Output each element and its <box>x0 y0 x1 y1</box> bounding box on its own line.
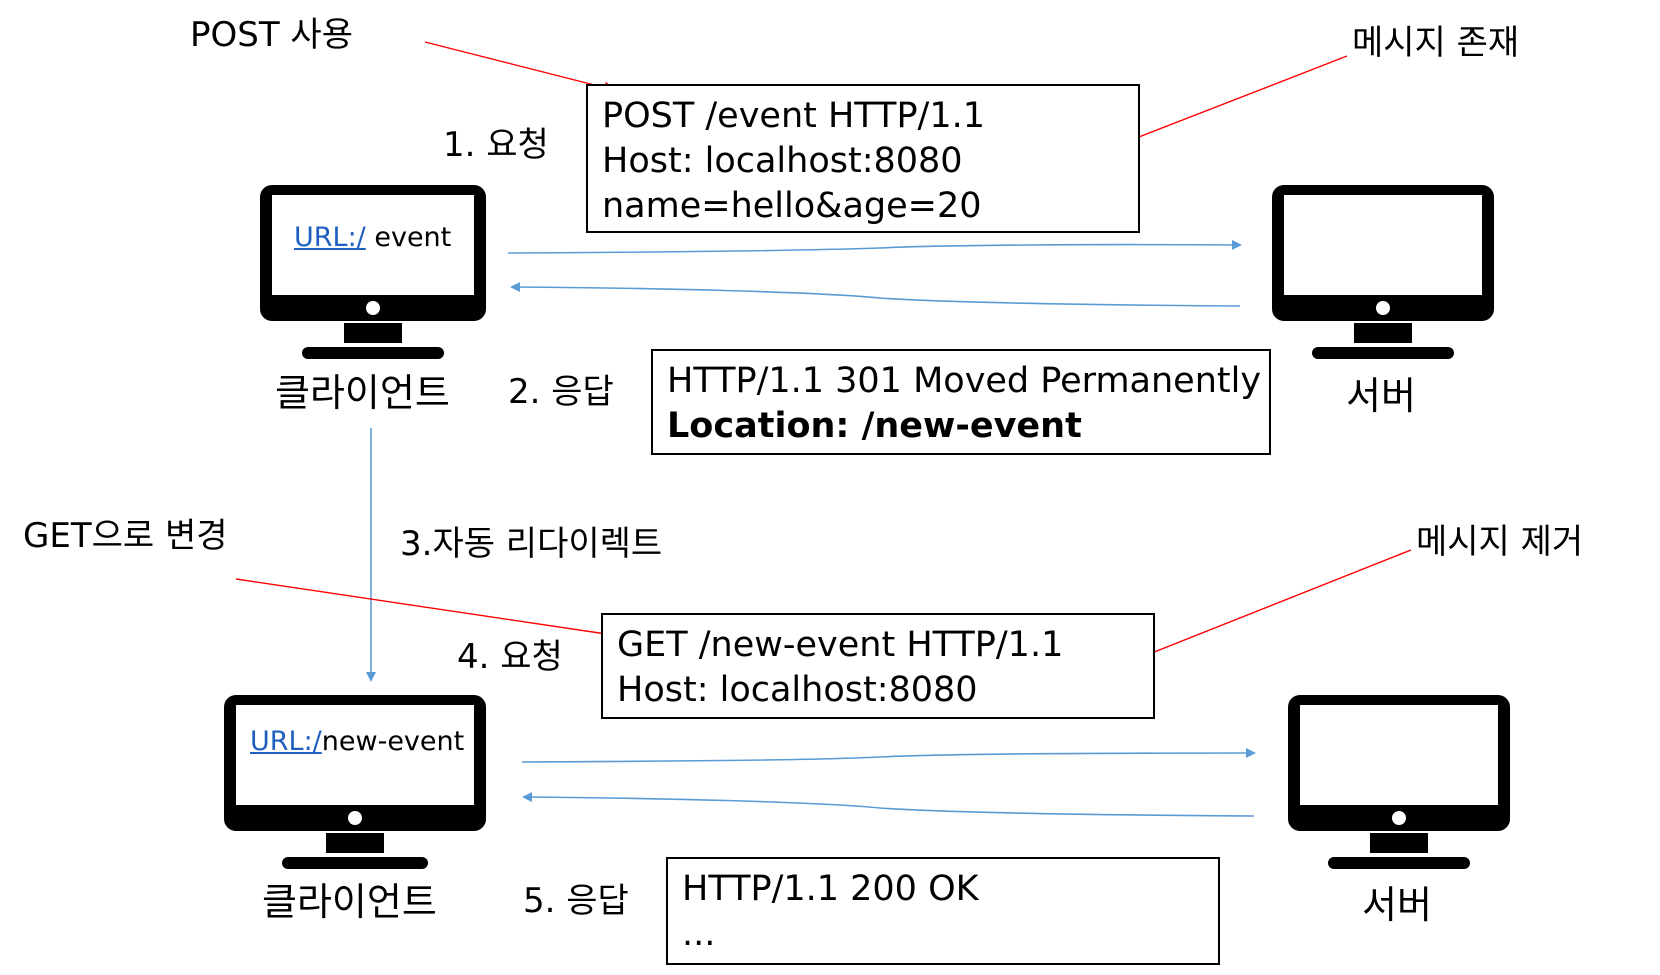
post-request-box: POST /event HTTP/1.1 Host: localhost:808… <box>586 84 1140 233</box>
step-5-label: 5. 응답 <box>523 881 629 921</box>
redirect-response-box: HTTP/1.1 301 Moved Permanently Location:… <box>651 349 1271 455</box>
status-line: HTTP/1.1 301 Moved Permanently <box>667 361 1262 401</box>
message-body: name=hello&age=20 <box>602 186 982 226</box>
get-request-box: GET /new-event HTTP/1.1 Host: localhost:… <box>601 613 1155 719</box>
server-computer-top <box>1270 183 1496 363</box>
url-link[interactable]: URL:/ <box>294 222 366 253</box>
request-line: GET /new-event HTTP/1.1 <box>617 625 1064 665</box>
post-use-label: POST 사용 <box>190 15 353 55</box>
host-header: Host: localhost:8080 <box>602 141 963 181</box>
step-2-label: 2. 응답 <box>508 372 614 412</box>
server-label-top: 서버 <box>1346 374 1416 418</box>
host-header: Host: localhost:8080 <box>617 670 978 710</box>
desktop-monitor-icon <box>260 185 486 359</box>
request-flow-arrow-bottom <box>521 748 1256 763</box>
desktop-monitor-icon <box>1272 185 1494 359</box>
step-3-label: 3.자동 리다이렉트 <box>400 524 663 564</box>
desktop-monitor-icon <box>224 695 486 869</box>
response-flow-arrow-bottom <box>522 792 1255 817</box>
server-computer-bottom <box>1286 693 1512 873</box>
status-line: HTTP/1.1 200 OK <box>682 869 979 909</box>
post-use-pointer <box>424 41 616 94</box>
get-change-label: GET으로 변경 <box>23 516 228 556</box>
url-path: event <box>365 222 452 253</box>
client-computer-bottom: URL:/new-event <box>222 693 488 873</box>
get-change-pointer <box>235 578 615 640</box>
step-4-label: 4. 요청 <box>457 637 563 677</box>
server-label-bottom: 서버 <box>1362 883 1432 927</box>
response-flow-arrow-top <box>510 282 1241 307</box>
client-label-bottom: 클라이언트 <box>262 880 437 924</box>
location-header: Location: /new-event <box>667 406 1082 446</box>
ok-response-box: HTTP/1.1 200 OK ... <box>666 857 1220 965</box>
request-line: POST /event HTTP/1.1 <box>602 96 986 136</box>
url-path: new-event <box>321 726 465 757</box>
ellipsis: ... <box>682 914 716 954</box>
desktop-monitor-icon <box>1288 695 1510 869</box>
client-label-top: 클라이언트 <box>275 371 450 415</box>
message-removed-label: 메시지 제거 <box>1416 522 1584 562</box>
client-computer-top: URL:/ event <box>258 183 488 363</box>
url-link[interactable]: URL:/ <box>250 726 322 757</box>
client-url-bar: URL:/ event <box>294 222 451 253</box>
client-url-bar: URL:/new-event <box>250 726 464 757</box>
step-1-label: 1. 요청 <box>443 125 549 165</box>
request-flow-arrow-top <box>507 239 1242 254</box>
message-exists-label: 메시지 존재 <box>1352 23 1520 63</box>
